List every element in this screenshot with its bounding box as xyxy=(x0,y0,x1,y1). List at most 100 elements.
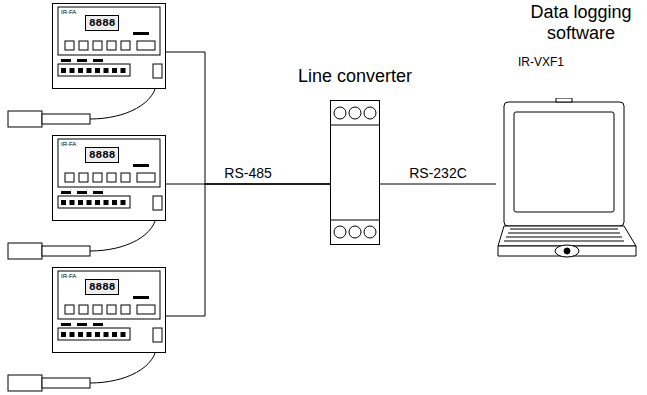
key-button xyxy=(137,305,155,314)
laptop-computer: Data logging softwareIR-VXF1 xyxy=(496,98,642,274)
key-row xyxy=(510,229,618,230)
terminal-block xyxy=(58,196,130,208)
key-button xyxy=(121,173,130,182)
cable-gland xyxy=(153,328,162,342)
terminal xyxy=(70,200,75,205)
key-button xyxy=(93,41,102,50)
terminal xyxy=(78,200,83,205)
terminal xyxy=(121,68,126,73)
key-button xyxy=(93,305,102,314)
terminal-screw xyxy=(334,107,346,119)
key-button xyxy=(107,173,116,182)
terminal xyxy=(70,332,75,337)
terminal-tab xyxy=(77,59,87,62)
key-button xyxy=(65,173,74,182)
terminal-tab xyxy=(77,191,87,194)
sensor-body xyxy=(42,114,90,124)
device-heading: Line converter xyxy=(298,67,412,87)
terminal xyxy=(121,200,126,205)
terminal xyxy=(104,68,109,73)
terminal xyxy=(104,200,109,205)
front-panel xyxy=(58,139,160,187)
terminal-screw xyxy=(334,226,346,238)
display-window: 8888 xyxy=(85,279,119,295)
terminal xyxy=(112,332,117,337)
key-button xyxy=(65,41,74,50)
terminal-block xyxy=(58,64,130,76)
interface-label: RS-232C xyxy=(407,166,469,181)
key-row xyxy=(504,241,624,242)
signal-line xyxy=(380,184,496,185)
display-window: 8888 xyxy=(85,15,119,31)
keyboard-deck xyxy=(498,226,636,246)
display-window: 8888 xyxy=(85,147,119,163)
cable-gland xyxy=(153,196,162,210)
sensor-body xyxy=(42,378,90,388)
laptop-drawing xyxy=(496,98,642,274)
terminal-tab xyxy=(93,59,103,62)
terminal xyxy=(95,68,100,73)
terminal-rail xyxy=(331,125,379,126)
front-panel xyxy=(58,7,160,55)
terminal-tab xyxy=(61,323,71,326)
sensor-body xyxy=(42,246,90,256)
terminal xyxy=(61,68,66,73)
terminal-tab xyxy=(93,323,103,326)
controller-unit: IR-FA8888 xyxy=(52,3,166,89)
terminal-block xyxy=(58,328,130,340)
terminal xyxy=(104,332,109,337)
interface-label: RS-485 xyxy=(222,166,273,181)
terminal xyxy=(121,332,126,337)
key-row xyxy=(508,233,620,234)
trackball xyxy=(564,248,570,254)
controller-unit: IR-FA8888 xyxy=(52,267,166,353)
terminal xyxy=(112,200,117,205)
screen-latch xyxy=(556,98,572,102)
display-digits: 8888 xyxy=(89,17,115,29)
key-button xyxy=(65,305,74,314)
trackball-pad xyxy=(555,245,579,257)
brand-mark xyxy=(133,32,149,35)
terminal xyxy=(61,200,66,205)
terminal xyxy=(95,200,100,205)
terminal xyxy=(70,68,75,73)
terminal xyxy=(78,332,83,337)
model-label: IR-FA xyxy=(61,141,76,147)
terminal xyxy=(112,68,117,73)
terminal-screw xyxy=(364,226,376,238)
terminal-tab xyxy=(77,323,87,326)
terminal xyxy=(78,68,83,73)
key-button xyxy=(79,41,88,50)
terminal xyxy=(61,332,66,337)
terminal-tab xyxy=(61,59,71,62)
display-digits: 8888 xyxy=(89,149,115,161)
key-button xyxy=(79,305,88,314)
key-button xyxy=(121,41,130,50)
cable-gland xyxy=(153,64,162,78)
controller-unit: IR-FA 8888 xyxy=(52,135,166,221)
key-button xyxy=(137,41,155,50)
key-button xyxy=(93,173,102,182)
terminal xyxy=(95,332,100,337)
screen-bezel xyxy=(504,102,624,226)
product-name: IR-VXF1 xyxy=(518,56,564,69)
terminal-tab xyxy=(93,191,103,194)
terminal-rail xyxy=(331,220,379,221)
terminal-screw xyxy=(364,107,376,119)
signal-line xyxy=(166,184,330,316)
terminal xyxy=(87,200,92,205)
software-heading: Data logging software xyxy=(516,2,646,43)
key-row xyxy=(506,237,622,238)
key-button xyxy=(121,305,130,314)
brand-mark xyxy=(133,296,149,299)
terminal-tab xyxy=(61,191,71,194)
screen xyxy=(514,112,614,212)
key-button xyxy=(107,305,116,314)
key-button xyxy=(107,41,116,50)
sensor-head xyxy=(8,111,42,127)
terminal-screw xyxy=(349,226,361,238)
terminal xyxy=(87,332,92,337)
display-digits: 8888 xyxy=(89,281,115,293)
base-front xyxy=(498,246,636,256)
